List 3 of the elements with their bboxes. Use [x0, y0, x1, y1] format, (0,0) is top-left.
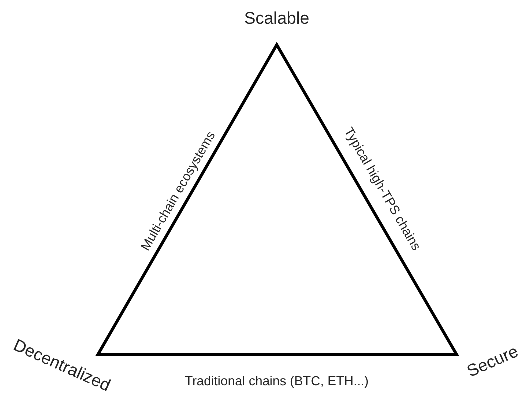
vertex-label: Secure: [464, 342, 522, 382]
vertex-label: Scalable: [244, 9, 310, 29]
side-label: Traditional chains (BTC, ETH...): [185, 374, 369, 388]
